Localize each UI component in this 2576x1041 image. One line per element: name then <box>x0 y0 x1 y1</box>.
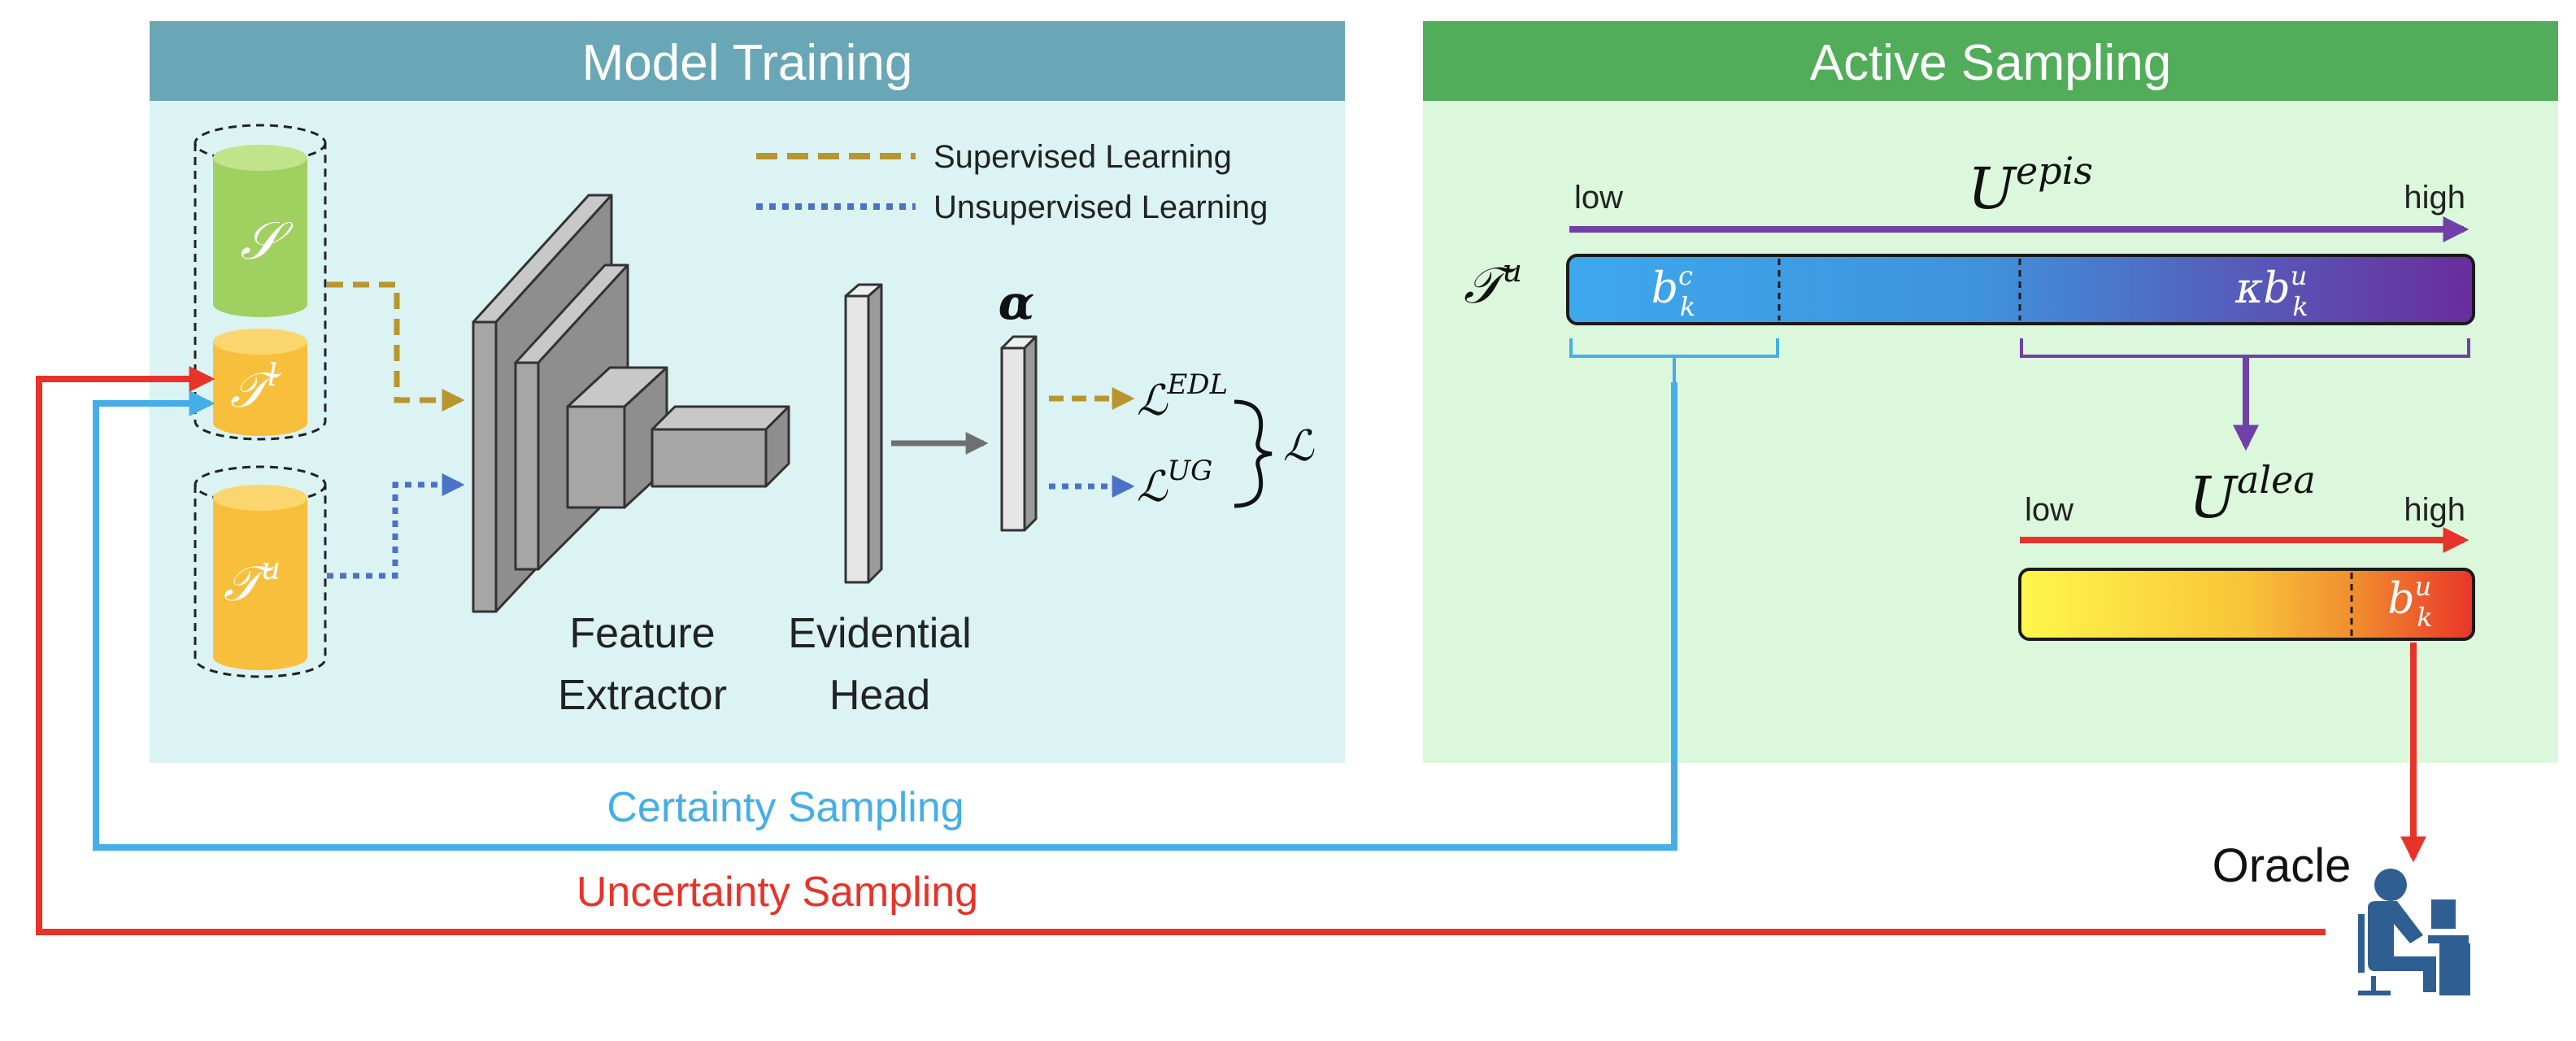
uncertainty-sampling-label: Uncertainty Sampling <box>577 869 978 916</box>
unlabeled-pool-label: 𝒯u <box>1464 253 1522 315</box>
feature-extractor-label-line2: Extractor <box>558 672 727 719</box>
target-unlabeled-cylinder: 𝒯u <box>213 485 307 670</box>
supervised-legend-label: Supervised Learning <box>933 139 1232 175</box>
target-labeled-cylinder: 𝒯l <box>213 329 307 436</box>
active-sampling-title: Active Sampling <box>1810 35 2172 91</box>
epis-axis-low-label: low <box>1574 180 1623 216</box>
evidential-head-layer <box>844 283 883 584</box>
evidential-head-label-line1: Evidential <box>788 610 971 657</box>
active-sampling-header <box>1423 21 2558 101</box>
alpha-output-layer <box>1000 335 1038 532</box>
epis-axis-high-label: high <box>2404 180 2465 216</box>
alea-axis-high-label: high <box>2404 492 2465 528</box>
legend: Supervised Learning Unsupervised Learnin… <box>756 139 1268 225</box>
oracle-label: Oracle <box>2213 839 2352 892</box>
aleatoric-uncertainty-bar <box>2018 568 2475 641</box>
ug-loss-label: ℒUG <box>1137 455 1212 512</box>
total-loss-label: ℒ <box>1283 422 1315 471</box>
supervised-input-arrow <box>327 281 465 412</box>
certainty-sampling-label: Certainty Sampling <box>607 784 964 831</box>
oracle-person-icon <box>2358 869 2470 995</box>
feature-extractor-network <box>472 194 790 613</box>
alea-axis-label: Ualea <box>2189 458 2316 531</box>
loss-brace <box>1234 399 1273 508</box>
labeled-group-outline <box>194 143 327 441</box>
certainty-sampling-path <box>93 382 1677 851</box>
unsupervised-legend-label: Unsupervised Learning <box>933 189 1268 225</box>
epistemic-uncertainty-bar <box>1566 254 2475 325</box>
alpha-label: α <box>999 275 1035 330</box>
epis-axis-label: Uepis <box>1968 149 2093 222</box>
feature-extractor-label-line1: Feature <box>569 610 715 657</box>
model-training-title: Model Training <box>582 35 913 91</box>
active-sampling-panel: Active Sampling <box>1423 21 2558 763</box>
uncertainty-sampling-path <box>36 366 2326 935</box>
model-training-header <box>150 21 1345 101</box>
active-sampling-body <box>1423 101 2558 763</box>
source-dataset-cylinder: 𝒮 <box>213 145 307 317</box>
alea-axis-low-label: low <box>2025 492 2073 528</box>
edl-loss-label: ℒEDL <box>1137 368 1228 425</box>
evidential-head-label-line2: Head <box>829 672 930 719</box>
